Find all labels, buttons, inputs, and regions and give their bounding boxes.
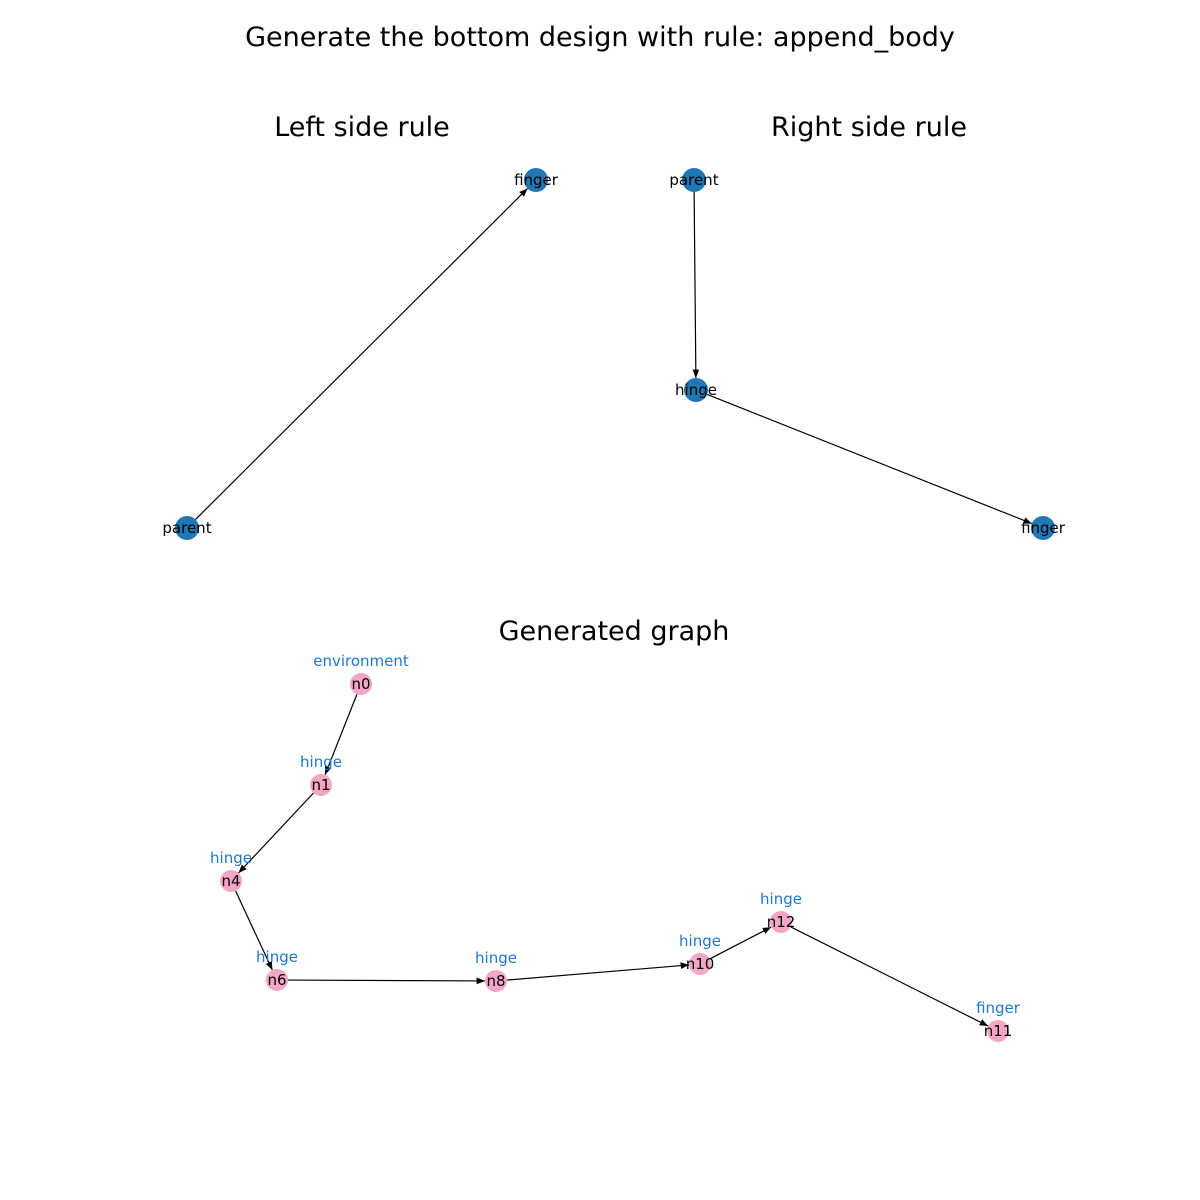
- node-label-hinge: hinge: [675, 381, 717, 399]
- node-n8: [485, 970, 507, 992]
- node-n11: [987, 1020, 1009, 1042]
- node-type-label-n4: hinge: [210, 849, 252, 867]
- node-type-label-n12: hinge: [760, 890, 802, 908]
- node-label-finger: finger: [514, 171, 559, 189]
- node-type-label-n6: hinge: [256, 948, 298, 966]
- node-parent: [175, 516, 199, 540]
- edge-n0-to-n1: [324, 694, 358, 775]
- node-label-n1: n1: [311, 776, 330, 794]
- edge-hinge-to-finger: [706, 393, 1033, 525]
- node-n12: [770, 911, 792, 933]
- edge-parent-to-hinge: [692, 191, 700, 379]
- right-rule-graph: parent hinge finger: [669, 168, 1066, 540]
- node-finger: [1031, 516, 1055, 540]
- node-n4: [220, 870, 242, 892]
- node-type-label-n0: environment: [313, 652, 409, 670]
- edge-n4-to-n6: [235, 890, 273, 971]
- edge-n12-to-n11: [790, 926, 989, 1027]
- generated-graph: n0 environment n1 hinge n4 hinge n6 hinge n8 hing…: [210, 652, 1021, 1042]
- node-label-n12: n12: [767, 913, 796, 931]
- main-title: Generate the bottom design with rule: ap…: [245, 22, 955, 53]
- node-label-n10: n10: [686, 955, 715, 973]
- edge-n10-to-n12: [709, 926, 772, 960]
- edge-n8-to-n10: [506, 962, 690, 981]
- node-n6: [266, 969, 288, 991]
- left-panel-title: Left side rule: [274, 112, 450, 143]
- node-type-label-n11: finger: [976, 999, 1021, 1017]
- node-label-n11: n11: [984, 1022, 1013, 1040]
- node-hinge: [684, 378, 708, 402]
- node-n0: [350, 673, 372, 695]
- node-type-label-n1: hinge: [300, 753, 342, 771]
- left-rule-graph: finger parent: [162, 168, 559, 540]
- edge-n1-to-n4: [238, 792, 314, 874]
- node-type-label-n8: hinge: [475, 949, 517, 967]
- node-parent: [682, 168, 706, 192]
- node-label-n8: n8: [486, 972, 505, 990]
- edge-parent-to-finger: [195, 188, 528, 520]
- node-finger: [524, 168, 548, 192]
- node-type-label-n10: hinge: [679, 932, 721, 950]
- edge-n6-to-n8: [287, 977, 486, 985]
- node-label-n0: n0: [351, 675, 370, 693]
- node-n10: [689, 953, 711, 975]
- node-label-parent: parent: [162, 519, 211, 537]
- node-label-n6: n6: [267, 971, 286, 989]
- node-n1: [310, 774, 332, 796]
- right-panel-title: Right side rule: [771, 112, 967, 143]
- generated-graph-title: Generated graph: [499, 616, 730, 647]
- node-label-n4: n4: [221, 872, 240, 890]
- node-label-parent: parent: [669, 171, 718, 189]
- node-label-finger: finger: [1021, 519, 1066, 537]
